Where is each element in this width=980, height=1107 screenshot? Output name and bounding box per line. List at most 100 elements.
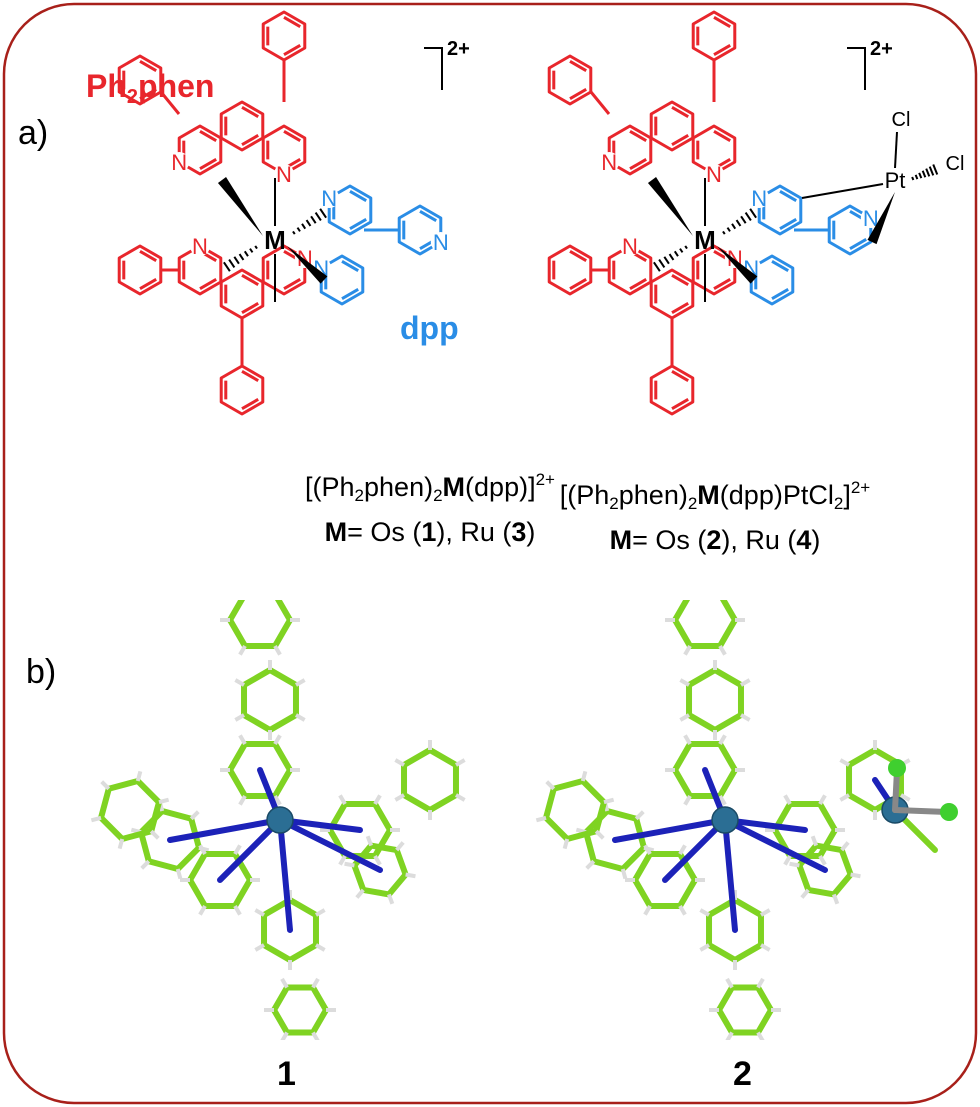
model-hydrogen bbox=[585, 859, 596, 870]
model-hydrogen bbox=[725, 977, 734, 989]
model-hydrogen bbox=[783, 854, 792, 866]
model-hydrogen bbox=[273, 644, 282, 656]
model-ring-0-bond bbox=[227, 617, 248, 649]
phen1-phenyl-b-double-bond bbox=[283, 15, 301, 28]
model-ring-3-bond bbox=[619, 844, 647, 872]
phen1-phenyl-a bbox=[117, 54, 163, 106]
model-hydrogen bbox=[135, 770, 143, 782]
m-n-hash-left bbox=[684, 245, 688, 250]
model-ring-6-bond bbox=[261, 942, 293, 963]
model-ring-11-bond bbox=[351, 842, 375, 869]
dpp-pyrazine-n-mask bbox=[319, 188, 340, 208]
model-hydrogen bbox=[238, 734, 247, 746]
model-hydrogen bbox=[643, 844, 652, 856]
model-ring-7-bond bbox=[310, 1007, 329, 1036]
phen1-ring-b-double-bond bbox=[671, 105, 689, 118]
phen1-ring-c-double-bond bbox=[713, 129, 731, 142]
model-ring-2-bond bbox=[227, 767, 248, 799]
metal-center: M bbox=[694, 225, 716, 255]
formula-complex-1: [(Ph2phen)2M(dpp)]2+ bbox=[305, 470, 555, 505]
phen1-ring-a-n-mask bbox=[169, 152, 190, 172]
model-ring-2-bond bbox=[272, 767, 293, 799]
model-ring-2-bond bbox=[672, 741, 693, 773]
phen1-phenyl-a-double-bond bbox=[569, 59, 587, 72]
model-hydrogen bbox=[783, 794, 792, 806]
model-hydrogen bbox=[100, 780, 111, 791]
model-hydrogen bbox=[294, 713, 306, 722]
m-n-hash-left bbox=[233, 256, 240, 265]
m-n-wedge-right bbox=[717, 246, 758, 284]
phen2-ring-a-double-bond bbox=[199, 278, 217, 291]
model-ring-3-bond bbox=[159, 808, 195, 822]
model-ring-0-bond bbox=[719, 600, 738, 623]
dpp-pyridine-a-double-bond bbox=[771, 288, 789, 301]
model-ring-0-bond bbox=[272, 617, 293, 649]
model-ring-11-bond bbox=[351, 862, 367, 893]
model-ring-5-bond bbox=[232, 877, 253, 909]
model-ring-6-bond bbox=[287, 897, 319, 918]
charge-left: 2+ bbox=[447, 38, 470, 60]
m-n-hash-left bbox=[249, 248, 254, 253]
phen2-ring-a-n-atom: N bbox=[192, 234, 208, 259]
metal-center: M bbox=[264, 225, 286, 255]
model-hydrogen bbox=[90, 815, 102, 823]
phen1-ring-a-double-bond bbox=[629, 158, 647, 171]
model-ring-1-bond bbox=[686, 712, 718, 733]
model-hydrogen bbox=[234, 678, 246, 687]
model-hydrogen bbox=[395, 841, 405, 852]
m-n-hash-right bbox=[744, 211, 752, 222]
m-n-hash-right bbox=[726, 227, 731, 232]
model-hydrogen bbox=[365, 835, 373, 847]
model-ring-1-bond bbox=[712, 712, 744, 733]
model-ring-4-bond bbox=[134, 778, 162, 806]
phen1-ring-a-double-bond bbox=[629, 129, 647, 142]
model-hydrogen bbox=[535, 815, 547, 823]
m-n-hash-left bbox=[243, 250, 249, 257]
dpp-pyridine-b-n-atom: N bbox=[863, 206, 879, 231]
model-hydrogen bbox=[725, 1031, 734, 1040]
model-hydrogen bbox=[739, 678, 751, 687]
model-hydrogen bbox=[387, 893, 395, 905]
model-hydrogen bbox=[899, 793, 911, 802]
model-hydrogen bbox=[789, 861, 800, 868]
phen1-ring-c-double-bond bbox=[283, 129, 301, 142]
model-ring-11-bond bbox=[813, 842, 845, 854]
dpp-label: dpp bbox=[400, 310, 459, 346]
model-ring-10-bond bbox=[427, 747, 459, 768]
model-ring-10-bond bbox=[401, 792, 433, 813]
model-hydrogen bbox=[355, 888, 365, 899]
model-cl-atom bbox=[940, 803, 958, 821]
model-hydrogen bbox=[678, 904, 687, 916]
model-ring-7-bond bbox=[310, 984, 329, 1013]
phen1-phenyl-b-double-bond bbox=[713, 15, 731, 28]
dpp-pyridine-b bbox=[397, 204, 443, 256]
phen2-phenyl-a-double-bond bbox=[569, 278, 587, 291]
model-metal-n-bond bbox=[662, 817, 728, 883]
pt-cl-hash bbox=[925, 168, 931, 177]
model-hydrogen bbox=[234, 713, 246, 722]
phen1-phenyl-b-double-bond bbox=[713, 44, 731, 57]
model-hydrogen bbox=[273, 734, 282, 746]
model-hydrogen bbox=[238, 794, 247, 806]
pt-cl-bond-a bbox=[894, 131, 898, 169]
model-ring-4-bond bbox=[543, 785, 557, 821]
dpp-pyrazine-n-mask bbox=[749, 188, 770, 208]
phen2-phenyl-a bbox=[117, 244, 163, 296]
formula-complex-2: [(Ph2phen)2M(dpp)PtCl2]2+ bbox=[559, 478, 871, 513]
phen1-phenyl-a bbox=[547, 54, 593, 106]
model-ring-2-bond bbox=[227, 741, 248, 773]
m-n-hash-right bbox=[319, 208, 327, 219]
model-hydrogen bbox=[683, 644, 692, 656]
model-ring-11-bond bbox=[385, 871, 409, 898]
phen2-ring-a-double-bond bbox=[629, 278, 647, 291]
model-hydrogen bbox=[678, 844, 687, 856]
model-hydrogen bbox=[233, 844, 242, 856]
model-hydrogen bbox=[158, 797, 170, 805]
model-ring-3-bond bbox=[583, 829, 597, 865]
model-hydrogen bbox=[850, 872, 861, 879]
model-ring-11-bond bbox=[796, 842, 820, 869]
dpp-pyridine-b-n-mask bbox=[430, 232, 451, 252]
model-hydrogen bbox=[254, 943, 266, 952]
model-hydrogen bbox=[198, 844, 207, 856]
